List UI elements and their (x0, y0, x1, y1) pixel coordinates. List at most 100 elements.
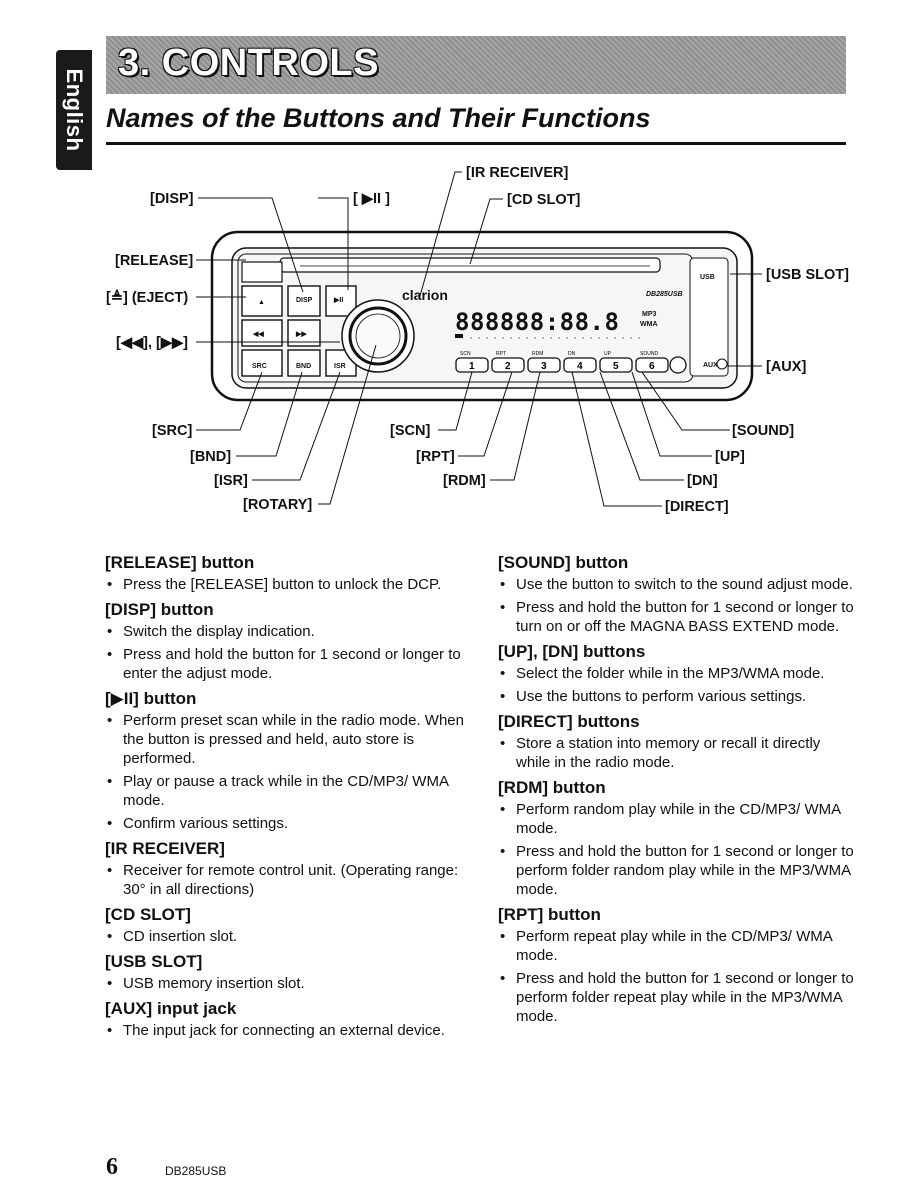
label-isr: [ISR] (214, 473, 248, 489)
bullet-item: Confirm various settings. (105, 814, 465, 833)
label-direct: [DIRECT] (665, 499, 729, 515)
label-src: [SRC] (152, 423, 192, 439)
section-sound: [SOUND] button Use the button to switch … (498, 553, 858, 636)
device-usb-text: USB (700, 274, 715, 281)
label-sound: [SOUND] (732, 423, 794, 439)
device-display-digits: 888888:88.8 (455, 308, 619, 336)
language-tab-label: English (62, 68, 87, 152)
display-panel: clarion DB285USB 888888:88.8 MP3 WMA (402, 287, 683, 339)
label-eject: [≜] (EJECT) (106, 288, 188, 306)
rotary-knob (341, 299, 415, 373)
section-ir-receiver: [IR RECEIVER] Receiver for remote contro… (105, 839, 465, 899)
preset-number-6: 6 (649, 361, 655, 372)
section-heading: [RDM] button (498, 778, 606, 797)
left-column: [RELEASE] button Press the [RELEASE] but… (105, 547, 465, 1044)
section-cd-slot: [CD SLOT] CD insertion slot. (105, 905, 465, 946)
preset-caption-2: RPT (496, 351, 506, 357)
label-aux: [AUX] (766, 359, 806, 375)
bullet-item: Perform random play while in the CD/MP3/… (498, 800, 858, 838)
chapter-title-bar: 3. CONTROLS (106, 36, 846, 94)
bullet-item: Store a station into memory or recall it… (498, 734, 858, 772)
label-cd-slot: [CD SLOT] (507, 192, 580, 208)
bullet-item: Perform repeat play while in the CD/MP3/… (498, 927, 858, 965)
isr-button-shape (325, 349, 357, 377)
preset-number-3: 3 (541, 361, 547, 372)
eject-button-shape (241, 285, 283, 317)
bullet-item: Receiver for remote control unit. (Opera… (105, 861, 465, 899)
bullet-item: CD insertion slot. (105, 927, 465, 946)
label-skip: [◀◀], [▶▶] (116, 335, 188, 351)
section-heading: [CD SLOT] (105, 905, 191, 924)
section-usb-slot: [USB SLOT] USB memory insertion slot. (105, 952, 465, 993)
bullet-item: Press and hold the button for 1 second o… (498, 969, 858, 1026)
disp-button-shape (287, 285, 321, 317)
subtitle-rule (106, 142, 846, 145)
preset-number-2: 2 (505, 361, 511, 372)
enter-button-shape (325, 285, 357, 317)
bullet-item: Press and hold the button for 1 second o… (105, 645, 465, 683)
preset-button-6-shape (635, 357, 669, 373)
section-heading: [▶II] button (105, 689, 197, 708)
preset-button-2-shape (491, 357, 525, 373)
device-mp3-text: MP3 (642, 311, 657, 318)
preset-caption-5: UP (604, 351, 612, 357)
src-button-shape (241, 349, 283, 377)
bullet-item: The input jack for connecting an externa… (105, 1021, 465, 1040)
preset-caption-3: RDM (532, 351, 543, 357)
section-heading: [IR RECEIVER] (105, 839, 225, 858)
section-rdm: [RDM] button Perform random play while i… (498, 778, 858, 899)
label-usb-slot: [USB SLOT] (766, 267, 849, 283)
release-button-shape (241, 261, 283, 283)
device-bnd-text: BND (296, 363, 311, 370)
section-disp: [DISP] button Switch the display indicat… (105, 600, 465, 683)
label-disp: [DISP] (150, 191, 194, 207)
device-aux-text: AUX (703, 362, 718, 369)
bullet-item: Press the [RELEASE] button to unlock the… (105, 575, 465, 594)
leader-lines (196, 171, 762, 507)
bullet-item: Use the button to switch to the sound ad… (498, 575, 858, 594)
label-rdm: [RDM] (443, 473, 486, 489)
bullet-item: Use the buttons to perform various setti… (498, 687, 858, 706)
cd-slot-shape (279, 257, 661, 273)
bullet-item: Select the folder while in the MP3/WMA m… (498, 664, 858, 683)
preset-caption-6: SOUND (640, 351, 658, 357)
label-scn: [SCN] (390, 423, 430, 439)
label-up: [UP] (715, 449, 745, 465)
bullet-item: Press and hold the button for 1 second o… (498, 598, 858, 636)
section-heading: [RELEASE] button (105, 553, 255, 572)
preset-caption-1: SCN (460, 351, 471, 357)
section-subtitle: Names of the Buttons and Their Functions (106, 103, 651, 133)
device-brand-text: clarion (402, 287, 448, 303)
section-heading: [SOUND] button (498, 553, 629, 572)
footer-model: DB285USB (165, 1164, 227, 1178)
bullet-item: Play or pause a track while in the CD/MP… (105, 772, 465, 810)
device-isr-text: ISR (334, 363, 346, 370)
section-heading: [DISP] button (105, 600, 214, 619)
label-release: [RELEASE] (115, 253, 193, 269)
section-heading: [UP], [DN] buttons (498, 642, 646, 661)
section-heading: [USB SLOT] (105, 952, 203, 971)
preset-number-5: 5 (613, 361, 619, 372)
section-up-dn: [UP], [DN] buttons Select the folder whi… (498, 642, 858, 706)
diagram-labels: [DISP] [ ▶II ] [IR RECEIVER] [CD SLOT] [… (106, 165, 849, 515)
preset-number-4: 4 (577, 361, 583, 372)
preset-number-1: 1 (469, 361, 475, 372)
device-diagram: USB AUX ▲ DISP ▶II ◀◀ ▶▶ SRC BND ISR cla… (106, 165, 849, 515)
section-play-enter: [▶II] button Perform preset scan while i… (105, 689, 465, 833)
label-rotary: [ROTARY] (243, 497, 312, 513)
device-disp-text: DISP (296, 297, 313, 304)
preset-button-3-shape (527, 357, 561, 373)
svg-text:▶▶: ▶▶ (295, 331, 307, 338)
svg-text:▲: ▲ (258, 299, 265, 306)
language-tab: English (56, 50, 92, 170)
bullet-item: USB memory insertion slot. (105, 974, 465, 993)
preset-caption-4: DN (568, 351, 576, 357)
bnd-button-shape (287, 349, 321, 377)
label-play-enter: [ ▶II ] (353, 191, 390, 207)
device-model-text: DB285USB (646, 291, 683, 298)
sound-button-shape (669, 356, 687, 374)
device-wma-text: WMA (640, 321, 658, 328)
preset-button-4-shape (563, 357, 597, 373)
preset-buttons: 1 SCN 2 RPT 3 RDM 4DN 5UP 6 SOUND (455, 351, 687, 374)
svg-text:◀◀: ◀◀ (252, 331, 264, 338)
